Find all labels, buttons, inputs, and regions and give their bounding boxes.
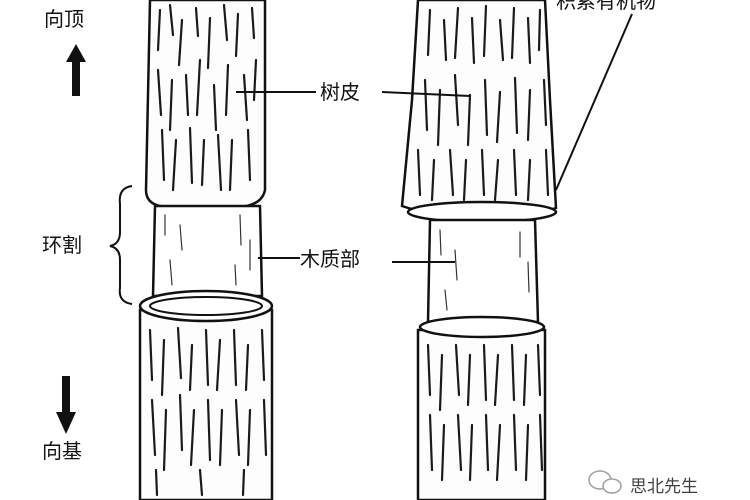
label-accumulated-organics: 积累有机物: [556, 0, 656, 13]
watermark-text: 思北先生: [630, 477, 698, 497]
left-cut-ring: [140, 291, 272, 321]
label-to-apex: 向顶: [44, 7, 84, 31]
wechat-logo-icon: [589, 471, 621, 493]
right-cut-ring: [420, 317, 544, 337]
girdling-brace: [110, 186, 132, 304]
label-girdling: 环割: [42, 233, 82, 257]
left-xylem: [153, 206, 262, 296]
arrow-up-icon: [66, 44, 86, 96]
label-bark: 树皮: [320, 80, 360, 104]
left-stem: [140, 0, 272, 500]
label-xylem: 木质部: [300, 247, 360, 271]
right-xylem: [428, 220, 538, 322]
label-to-base: 向基: [42, 439, 82, 463]
arrow-down-icon: [56, 376, 76, 434]
right-stem: [402, 0, 556, 500]
